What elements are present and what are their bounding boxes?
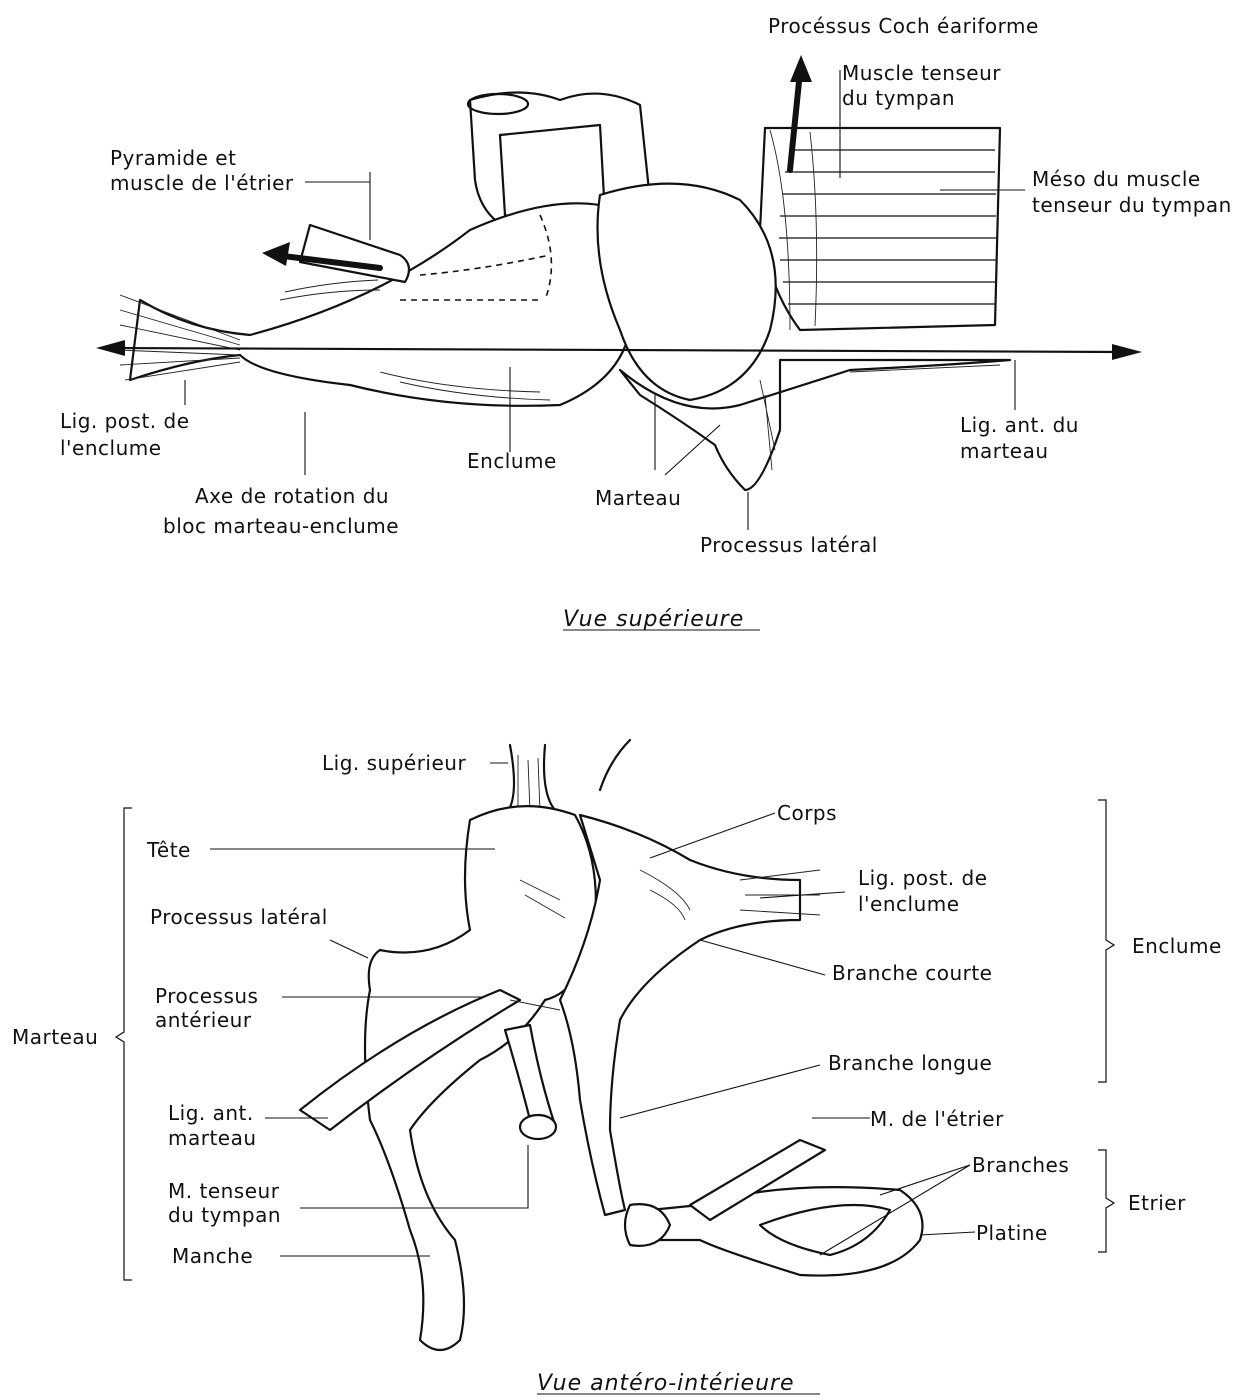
tensor-b-label-1: M. tenseur [168, 1179, 280, 1203]
lateral-process-label: Processus latéral [700, 533, 878, 557]
top-view-caption: Vue supérieure [563, 607, 744, 632]
tensor-b-label-2: du tympan [168, 1203, 281, 1227]
lig-ant-label-1: Lig. ant. du [960, 413, 1079, 437]
long-branch-label: Branche longue [828, 1051, 992, 1075]
axis-label-2: bloc marteau-enclume [163, 514, 399, 538]
lig-ant-b-label-2: marteau [168, 1126, 257, 1150]
lig-sup-label: Lig. supérieur [322, 751, 466, 775]
superior-ligament [505, 745, 560, 815]
malleus-top [598, 184, 1011, 490]
lig-post-b-label-1: Lig. post. de [858, 866, 988, 890]
malleus-group-label: Marteau [12, 1025, 98, 1049]
lig-ant-label-2: marteau [960, 439, 1049, 463]
axis-label-1: Axe de rotation du [195, 484, 389, 508]
incus-top [118, 203, 638, 406]
pyramid-label-1: Pyramide et [110, 146, 236, 170]
footplate-label: Platine [976, 1221, 1048, 1245]
meso-label-1: Méso du muscle [1032, 167, 1201, 191]
lig-post-label-1: Lig. post. de [60, 409, 190, 433]
short-branch-label: Branche courte [832, 961, 993, 985]
incus-bracket [1098, 800, 1114, 1082]
lig-ant-b-label-1: Lig. ant. [168, 1101, 254, 1125]
bottom-view: Lig. supérieur Corps Tête Lig. post. de … [12, 740, 1222, 1396]
stapes-group-label: Etrier [1128, 1191, 1186, 1215]
stapes-bottom [625, 1140, 923, 1276]
malleus-label: Marteau [595, 486, 681, 510]
tensor-meso-block [760, 128, 1000, 330]
lig-post-label-2: l'enclume [60, 436, 162, 460]
tensor-muscle-label-1: Muscle tenseur [842, 61, 1001, 85]
lat-process-label: Processus latéral [150, 905, 328, 929]
malleus-bracket [116, 808, 132, 1280]
tensor-muscle-label-2: du tympan [842, 86, 955, 110]
bottom-view-caption: Vue antéro-intérieure [537, 1371, 795, 1396]
body-label: Corps [777, 801, 837, 825]
ant-process-label-2: antérieur [155, 1008, 252, 1032]
top-view: Procéssus Coch éariforme Muscle tenseur … [60, 14, 1232, 632]
stapes-bracket [1098, 1150, 1114, 1252]
lig-post-b-label-2: l'enclume [858, 892, 960, 916]
incus-label: Enclume [467, 449, 557, 473]
handle-label: Manche [172, 1244, 253, 1268]
ant-process-label-1: Processus [155, 984, 258, 1008]
cochleariform-arrow [790, 72, 800, 170]
head-label: Tête [146, 838, 191, 862]
pyramid-tube [300, 225, 409, 282]
malleus-bottom [300, 806, 596, 1350]
pyramid-label-2: muscle de l'étrier [110, 171, 294, 195]
meso-label-2: tenseur du tympan [1032, 193, 1232, 217]
incus-group-label: Enclume [1132, 934, 1222, 958]
branches-label: Branches [972, 1153, 1069, 1177]
cochleariform-label: Procéssus Coch éariforme [768, 14, 1039, 38]
stapes-muscle-label: M. de l'étrier [870, 1107, 1004, 1131]
